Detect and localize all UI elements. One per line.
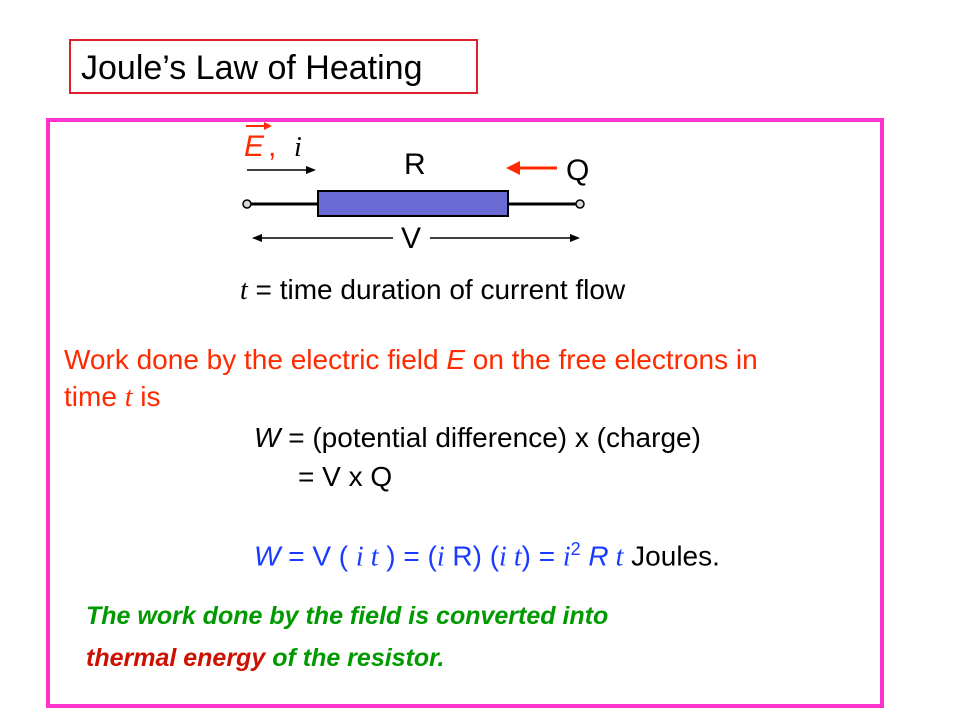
eq3-time-3: t [506,541,522,573]
eq3-joules-unit: Joules. [623,540,720,572]
intro-time-symbol: t [124,382,133,413]
thermal-energy-highlight: thermal energy [86,644,266,672]
eq3-current-4: i [562,541,571,573]
work-definition-rhs: = (potential difference) x (charge) [280,422,701,453]
title-box: Joule’s Law of Heating [69,39,478,94]
eq3-part-1: = V ( [280,540,356,572]
content-frame [46,118,884,708]
slide-title: Joule’s Law of Heating [81,49,423,87]
left-terminal [242,199,252,209]
eq3-part-4: ) = [521,540,563,572]
eq3-exponent: 2 [570,539,581,559]
eq3-time-1: t [363,541,379,573]
eq3-part-2: ) = ( [378,540,437,572]
equation-joules-law: W = V ( i t ) = (i R) (i t) = i2 R t Jou… [254,533,720,573]
voltage-label: V [401,222,422,255]
time-definition: t = time duration of current flow [240,274,625,307]
time-definition-text: = time duration of current flow [247,274,626,305]
time-symbol: t [240,275,248,306]
equation-work-definition: W = (potential difference) x (charge) [254,422,701,454]
right-terminal [575,199,585,209]
intro-field-symbol: E [446,344,466,375]
eq3-current-1: i [355,541,364,573]
charge-label: Q [566,154,590,187]
equation-vq: = V x Q [298,461,393,492]
field-label: E [244,130,265,163]
field-vector-arrow-icon [246,122,272,130]
intro-line-2: time t is [64,381,160,414]
current-label: i [294,132,302,163]
eq3-resistance: R [580,540,609,572]
conclusion-line-1: The work done by the field is converted … [86,602,609,630]
intro-line-1-start: Work done by the electric field [64,344,447,375]
voltage-double-arrow-icon [252,234,580,242]
charge-arrow-icon [506,161,557,175]
intro-line-1-end: on the free electrons in [465,344,758,375]
work-symbol: W [254,422,281,453]
conclusion-line-2-rest: of the resistor. [265,644,445,672]
eq3-current-3: i [499,541,507,573]
resistor-label: R [404,148,426,181]
intro-line-2-end: is [132,381,161,412]
field-comma: , [268,130,277,163]
resistor [317,190,509,217]
current-arrow-icon [247,166,316,174]
eq3-current-2: i [436,541,445,573]
eq3-part-3: R) ( [444,540,500,572]
conclusion-line-2: thermal energy of the resistor. [86,643,444,673]
intro-line-1: Work done by the electric field E on the… [64,344,758,376]
eq3-time-4: t [608,541,624,573]
eq3-work-symbol: W [254,540,281,572]
intro-line-2-start: time [64,381,125,412]
